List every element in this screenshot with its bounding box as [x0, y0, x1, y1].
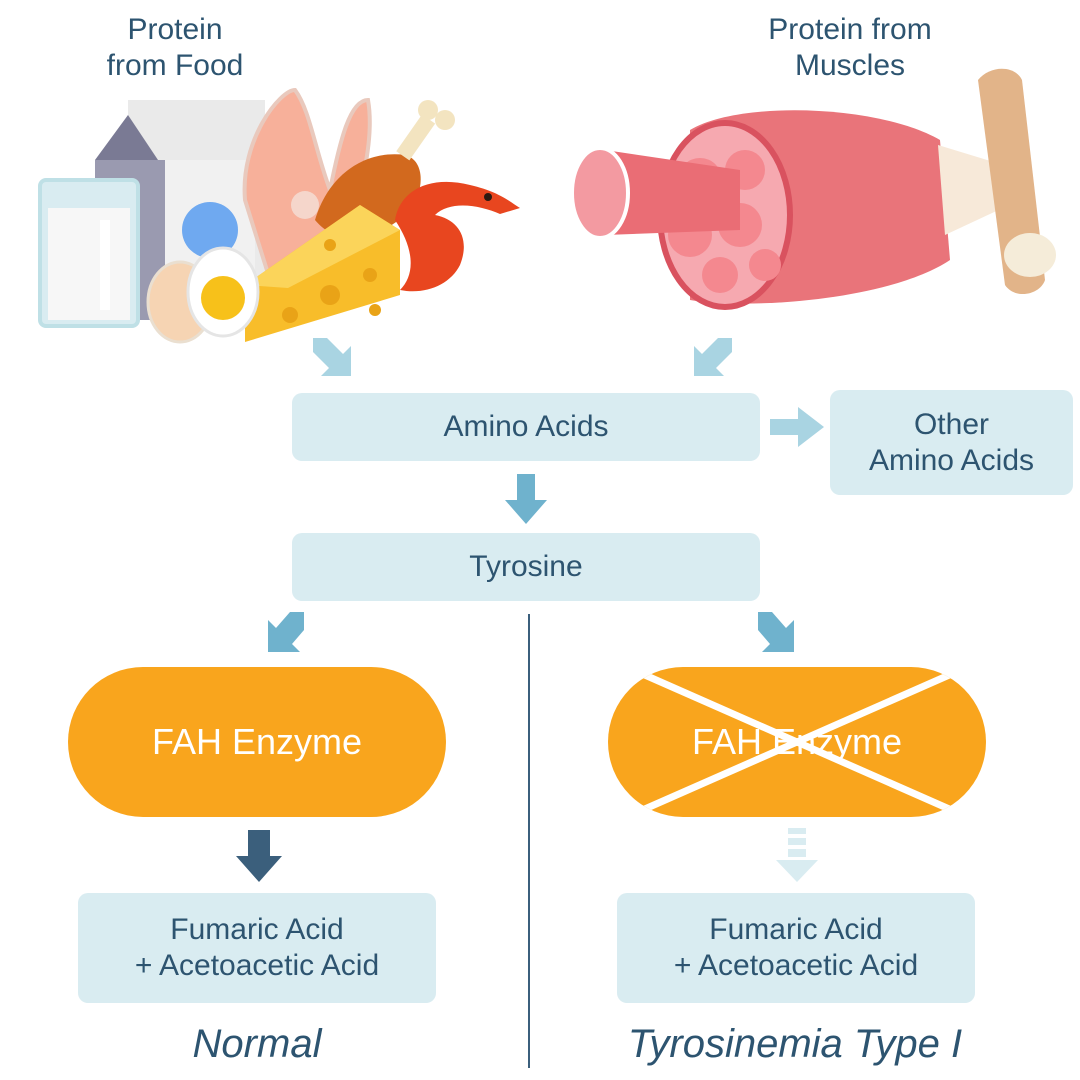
arrow-to-other-amino [770, 407, 824, 447]
amino-acids-box: Amino Acids [292, 393, 760, 461]
milk-glass-icon [38, 178, 140, 328]
disease-caption: Tyrosinemia Type I [627, 1022, 963, 1066]
cheese-icon [245, 205, 400, 342]
arrow-to-normal-enzyme [268, 612, 304, 652]
disease-product-box: Fumaric Acid + Acetoacetic Acid [617, 893, 975, 1003]
blocked-arrow-to-disease-product [776, 828, 818, 882]
chicken-leg-icon [315, 100, 455, 239]
other-amino-acids-box: Other Amino Acids [830, 390, 1073, 495]
food-illustration [38, 87, 520, 344]
arrow-to-normal-product [236, 830, 282, 882]
normal-product-box: Fumaric Acid + Acetoacetic Acid [78, 893, 436, 1003]
normal-caption: Normal [192, 1022, 322, 1066]
muscle-source-label: Protein from Muscles [768, 13, 932, 82]
disease-fah-enzyme: FAH Enzyme [608, 667, 986, 817]
arrow-to-tyrosine [505, 474, 547, 524]
arrow-food-to-amino [313, 338, 351, 376]
normal-fah-enzyme: FAH Enzyme [68, 667, 446, 817]
arrow-to-disease-enzyme [758, 612, 794, 652]
tyrosine-box: Tyrosine [292, 533, 760, 601]
muscle-icon [570, 110, 1020, 310]
muscle-illustration [570, 68, 1056, 310]
shrimp-icon [395, 181, 520, 292]
food-source-label: Protein from Food [106, 13, 244, 82]
blocked-cross-icon [636, 668, 958, 816]
normal-enzyme-label: FAH Enzyme [151, 721, 363, 762]
egg-icon [146, 246, 260, 344]
divider-line [528, 614, 530, 1068]
bone-icon [978, 68, 1056, 295]
arrow-muscle-to-amino [694, 338, 732, 376]
